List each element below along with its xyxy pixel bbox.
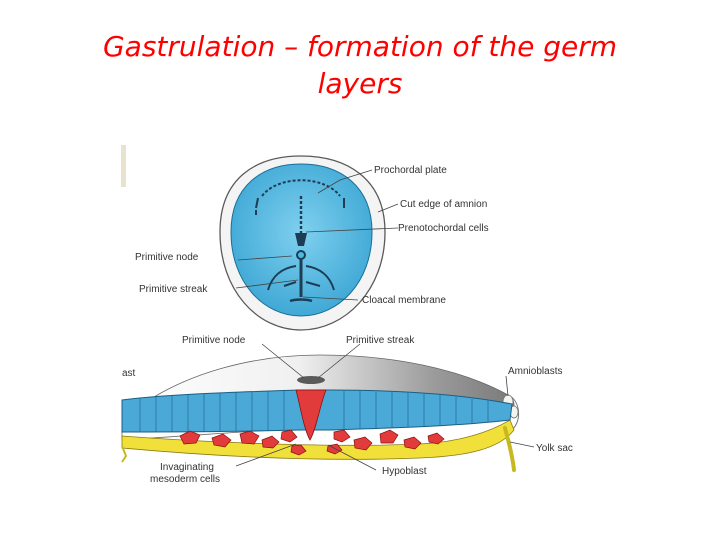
label-primitive-node-bottom: Primitive node xyxy=(182,335,246,346)
primitive-node-bulge xyxy=(297,376,325,384)
yolk-sac-left xyxy=(121,445,128,463)
label-prenotochordal-cells: Prenotochordal cells xyxy=(398,223,489,234)
yolk-sac-wall xyxy=(503,426,516,472)
hypoblast-layer xyxy=(121,419,515,460)
label-prochordal-plate: Prochordal plate xyxy=(374,165,447,176)
slide-title: Gastrulation – formation of the germ lay… xyxy=(0,28,720,102)
label-primitive-node-top: Primitive node xyxy=(135,252,199,263)
title-line-2: layers xyxy=(317,67,403,100)
label-primitive-streak-top: Primitive streak xyxy=(139,284,208,295)
label-invaginating-line-1: Invaginating xyxy=(160,462,214,473)
label-invaginating-line-2: mesoderm cells xyxy=(150,474,220,485)
migration-arrow-right xyxy=(305,265,335,291)
bottom-figure: Primitive node Primitive streak ast Amni… xyxy=(121,335,573,485)
cloacal-membrane xyxy=(289,298,313,303)
epiblast-cell-borders xyxy=(139,391,489,432)
top-figure: Prochordal plate Cut edge of amnion Pren… xyxy=(135,155,489,331)
migration-arrow-lower-left xyxy=(283,281,297,287)
label-cloacal-membrane: Cloacal membrane xyxy=(362,295,446,306)
label-yolk-sac: Yolk sac xyxy=(536,443,573,454)
primitive-pit xyxy=(296,250,306,260)
mesoderm-cells xyxy=(179,429,445,456)
disc-mark-left xyxy=(255,197,259,215)
primitive-groove-cells xyxy=(295,389,327,441)
label-amnioblasts: Amnioblasts xyxy=(508,366,562,377)
migration-arrow-left xyxy=(267,265,297,291)
label-hypoblast: Hypoblast xyxy=(382,466,427,477)
top-leader-lines xyxy=(235,169,399,301)
migration-arrow-lower-right xyxy=(305,281,321,287)
label-epiblast-partial: ast xyxy=(122,368,136,379)
title-line-1: Gastrulation – formation of the germ xyxy=(102,30,618,63)
bottom-leader-lines xyxy=(235,343,535,471)
label-cut-edge-of-amnion: Cut edge of amnion xyxy=(400,199,487,210)
label-primitive-streak-bottom: Primitive streak xyxy=(346,335,415,346)
primitive-node-shape xyxy=(295,233,307,246)
scan-artifact xyxy=(121,145,126,187)
